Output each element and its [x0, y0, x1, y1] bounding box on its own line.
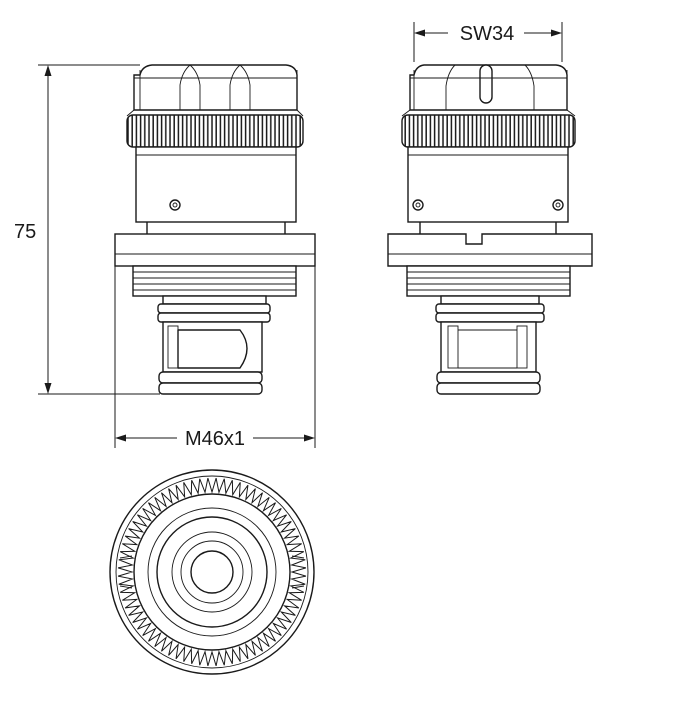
- front-body: [135, 146, 297, 223]
- front-knurled-ring: [126, 114, 304, 148]
- dimension-thread: M46x1: [114, 266, 316, 450]
- dimension-height-label: 75: [14, 221, 36, 243]
- dimension-thread-label: M46x1: [185, 428, 245, 450]
- side-spindle: [440, 321, 537, 373]
- front-view: [114, 64, 316, 395]
- front-set-screw: [169, 199, 181, 211]
- front-thread: [132, 265, 297, 297]
- dimension-wrench: SW34: [413, 22, 563, 62]
- side-flange: [387, 233, 593, 267]
- dimension-wrench-label: SW34: [460, 23, 514, 45]
- side-screw-left: [412, 199, 424, 211]
- front-flange: [114, 233, 316, 267]
- side-thread: [406, 265, 571, 297]
- side-body: [407, 146, 569, 223]
- side-view: [387, 64, 593, 395]
- dimension-height: 75: [14, 64, 160, 395]
- side-screw-right: [552, 199, 564, 211]
- front-hex-nut: [133, 64, 298, 111]
- side-knurled-ring: [401, 114, 576, 148]
- bottom-view: [109, 469, 315, 675]
- side-slot: [479, 64, 493, 104]
